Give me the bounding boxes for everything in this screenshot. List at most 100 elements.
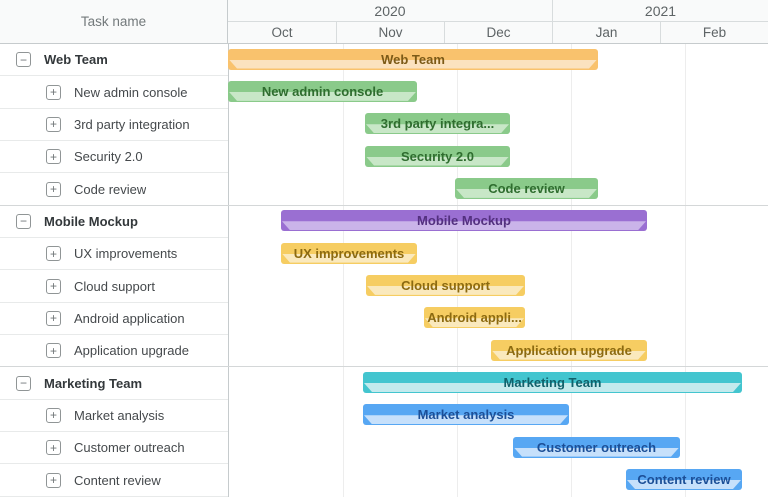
collapse-toggle-icon[interactable]: − bbox=[16, 213, 31, 229]
task-label: 3rd party integration bbox=[74, 116, 190, 132]
gantt-bar[interactable]: New admin console bbox=[228, 80, 417, 102]
task-row-left-cell[interactable]: + Market analysis bbox=[0, 400, 228, 433]
task-label: Android application bbox=[74, 310, 185, 326]
task-rows: − Web Team Web Team + New admin console … bbox=[0, 44, 768, 497]
task-row-timeline-cell: Marketing Team bbox=[228, 367, 768, 399]
expand-toggle-icon[interactable]: + bbox=[46, 116, 61, 132]
month-cell: Jan bbox=[551, 22, 660, 43]
gantt-bar[interactable]: Security 2.0 bbox=[365, 145, 510, 167]
gantt-bar[interactable]: Customer outreach bbox=[513, 436, 680, 458]
task-row: + Code review Code review bbox=[0, 173, 768, 206]
task-label: Marketing Team bbox=[44, 375, 143, 391]
task-row-left-cell[interactable]: + UX improvements bbox=[0, 238, 228, 271]
gantt-body: − Web Team Web Team + New admin console … bbox=[0, 44, 768, 497]
expand-toggle-icon[interactable]: + bbox=[46, 472, 61, 488]
gantt-bar-progress-shine bbox=[425, 318, 524, 327]
gantt-bar-label: Security 2.0 bbox=[401, 148, 474, 164]
gantt-bar-progress-shine bbox=[364, 383, 741, 392]
task-row: + Content review Content review bbox=[0, 464, 768, 497]
expand-toggle-icon[interactable]: + bbox=[46, 246, 61, 262]
month-gridline bbox=[342, 44, 344, 497]
expand-toggle-icon[interactable]: + bbox=[46, 181, 61, 197]
gantt-bar-progress-shine bbox=[456, 189, 597, 198]
collapse-toggle-icon[interactable]: − bbox=[16, 52, 31, 68]
task-label: Customer outreach bbox=[74, 440, 185, 456]
task-row-timeline-cell: 3rd party integra... bbox=[228, 109, 768, 141]
expand-toggle-icon[interactable]: + bbox=[46, 440, 61, 456]
timeline-gridlines bbox=[228, 44, 768, 497]
task-row-timeline-cell: Customer outreach bbox=[228, 432, 768, 464]
task-row-left-cell[interactable]: + Android application bbox=[0, 303, 228, 336]
gantt-bar-label: Mobile Mockup bbox=[417, 213, 511, 229]
task-row-left-cell[interactable]: + Security 2.0 bbox=[0, 141, 228, 174]
gantt-bar-progress-shine bbox=[229, 92, 416, 101]
task-row-left-cell[interactable]: + 3rd party integration bbox=[0, 109, 228, 142]
task-row-left-cell[interactable]: − Web Team bbox=[0, 44, 228, 77]
gantt-bar-label: Application upgrade bbox=[506, 342, 632, 358]
task-label: Application upgrade bbox=[74, 343, 189, 359]
gantt-bar[interactable]: Cloud support bbox=[366, 274, 525, 296]
year-cell: 2021 bbox=[551, 0, 768, 21]
task-row-left-cell[interactable]: + New admin console bbox=[0, 76, 228, 109]
task-name-column-header: Task name bbox=[0, 0, 228, 44]
gantt-bar-progress-shine bbox=[514, 448, 679, 457]
task-row-left-cell[interactable]: + Application upgrade bbox=[0, 335, 228, 368]
gantt-bar-progress-shine bbox=[492, 351, 646, 360]
task-row: − Mobile Mockup Mobile Mockup bbox=[0, 206, 768, 239]
gantt-bar[interactable]: Web Team bbox=[228, 48, 598, 70]
gantt-bar[interactable]: Code review bbox=[455, 177, 598, 199]
task-row-left-cell[interactable]: + Cloud support bbox=[0, 270, 228, 303]
task-row-left-cell[interactable]: − Marketing Team bbox=[0, 367, 228, 400]
task-row-timeline-cell: Application upgrade bbox=[228, 335, 768, 368]
task-label: Cloud support bbox=[74, 278, 155, 294]
gantt-bar-label: UX improvements bbox=[293, 245, 405, 261]
month-gridline bbox=[570, 44, 572, 497]
task-row-timeline-cell: Android appli... bbox=[228, 303, 768, 335]
expand-toggle-icon[interactable]: + bbox=[46, 278, 61, 294]
gantt-bar[interactable]: UX improvements bbox=[281, 242, 417, 264]
task-label: Content review bbox=[74, 472, 161, 488]
gantt-bar[interactable]: Mobile Mockup bbox=[281, 210, 647, 232]
expand-toggle-icon[interactable]: + bbox=[46, 343, 61, 359]
gantt-bar[interactable]: Content review bbox=[626, 468, 742, 490]
expand-toggle-icon[interactable]: + bbox=[46, 310, 61, 326]
gantt-bar-progress-shine bbox=[366, 124, 509, 133]
task-row-timeline-cell: Market analysis bbox=[228, 400, 768, 432]
month-gridline bbox=[684, 44, 686, 497]
task-row: + 3rd party integration 3rd party integr… bbox=[0, 109, 768, 142]
gantt-bar-label: Cloud support bbox=[401, 277, 490, 293]
task-row-left-cell[interactable]: + Code review bbox=[0, 173, 228, 206]
gantt-bar[interactable]: Android appli... bbox=[424, 307, 525, 329]
gantt-bar[interactable]: Application upgrade bbox=[491, 339, 647, 361]
month-cell: Dec bbox=[443, 22, 552, 43]
task-row: − Web Team Web Team bbox=[0, 44, 768, 77]
gantt-bar-progress-shine bbox=[627, 480, 741, 489]
gantt-bar-label: Marketing Team bbox=[503, 374, 602, 390]
month-gridline bbox=[456, 44, 458, 497]
collapse-toggle-icon[interactable]: − bbox=[16, 375, 31, 391]
gantt-bar-progress-shine bbox=[282, 221, 646, 230]
task-row-left-cell[interactable]: − Mobile Mockup bbox=[0, 206, 228, 239]
task-label: Security 2.0 bbox=[74, 149, 143, 165]
task-row-timeline-cell: Web Team bbox=[228, 44, 768, 76]
task-row-left-cell[interactable]: + Content review bbox=[0, 464, 228, 497]
task-row-timeline-cell: UX improvements bbox=[228, 238, 768, 270]
gantt-bar[interactable]: Marketing Team bbox=[363, 371, 742, 393]
gantt-bar[interactable]: 3rd party integra... bbox=[365, 113, 510, 135]
expand-toggle-icon[interactable]: + bbox=[46, 149, 61, 165]
gantt-bar-progress-shine bbox=[367, 286, 524, 295]
task-row-timeline-cell: Cloud support bbox=[228, 270, 768, 302]
task-row: + UX improvements UX improvements bbox=[0, 238, 768, 271]
task-row: + Market analysis Market analysis bbox=[0, 400, 768, 433]
gantt-bar-label: Customer outreach bbox=[536, 439, 657, 455]
expand-toggle-icon[interactable]: + bbox=[46, 84, 61, 100]
task-row-timeline-cell: New admin console bbox=[228, 76, 768, 108]
task-row: + New admin console New admin console bbox=[0, 76, 768, 109]
gantt-bar[interactable]: Market analysis bbox=[363, 404, 569, 426]
task-row-left-cell[interactable]: + Customer outreach bbox=[0, 432, 228, 465]
task-label: UX improvements bbox=[74, 246, 178, 262]
task-row: + Cloud support Cloud support bbox=[0, 270, 768, 303]
expand-toggle-icon[interactable]: + bbox=[46, 407, 61, 423]
